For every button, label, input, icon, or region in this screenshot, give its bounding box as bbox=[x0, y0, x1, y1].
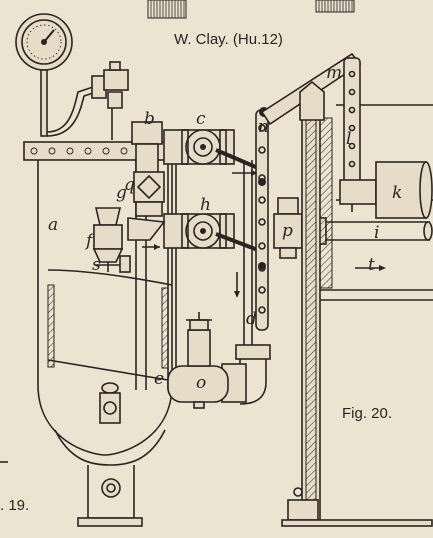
label-o: o bbox=[196, 373, 206, 393]
label-e: e bbox=[154, 369, 164, 389]
gauge-valve bbox=[91, 61, 129, 140]
label-m: m bbox=[326, 63, 342, 83]
vessel-a bbox=[37, 160, 173, 527]
label-k: k bbox=[392, 183, 402, 203]
label-d: d bbox=[246, 309, 257, 329]
label-t: t bbox=[368, 255, 375, 275]
label-c: c bbox=[196, 109, 206, 129]
top-fragment-right bbox=[315, 0, 355, 13]
valve-q bbox=[133, 171, 165, 217]
label-b: b bbox=[144, 109, 155, 129]
support-column bbox=[281, 99, 433, 527]
lever-n bbox=[255, 107, 269, 331]
label-p: p bbox=[282, 221, 293, 241]
label-n: n bbox=[258, 117, 269, 137]
pressure-gauge bbox=[15, 13, 97, 137]
left-figure-caption: . 19. bbox=[0, 497, 29, 514]
pipe-i bbox=[326, 221, 433, 241]
label-s: s bbox=[92, 255, 101, 275]
valve-c bbox=[163, 129, 259, 170]
valve-o bbox=[167, 312, 229, 409]
label-h: h bbox=[200, 195, 211, 215]
fitting-b bbox=[131, 121, 163, 188]
figure-caption: Fig. 20. bbox=[342, 405, 392, 422]
label-g: g bbox=[116, 183, 127, 203]
label-i: i bbox=[374, 223, 379, 243]
valve-h bbox=[127, 213, 259, 252]
label-f: f bbox=[84, 231, 95, 251]
float-valve-f bbox=[92, 207, 131, 273]
label-l: l bbox=[346, 129, 351, 149]
figure-title: W. Clay. (Hu.12) bbox=[174, 31, 283, 48]
label-a: a bbox=[48, 215, 58, 235]
top-fragment-left bbox=[147, 0, 187, 19]
label-q: q bbox=[124, 175, 135, 195]
weight-k bbox=[339, 161, 433, 219]
